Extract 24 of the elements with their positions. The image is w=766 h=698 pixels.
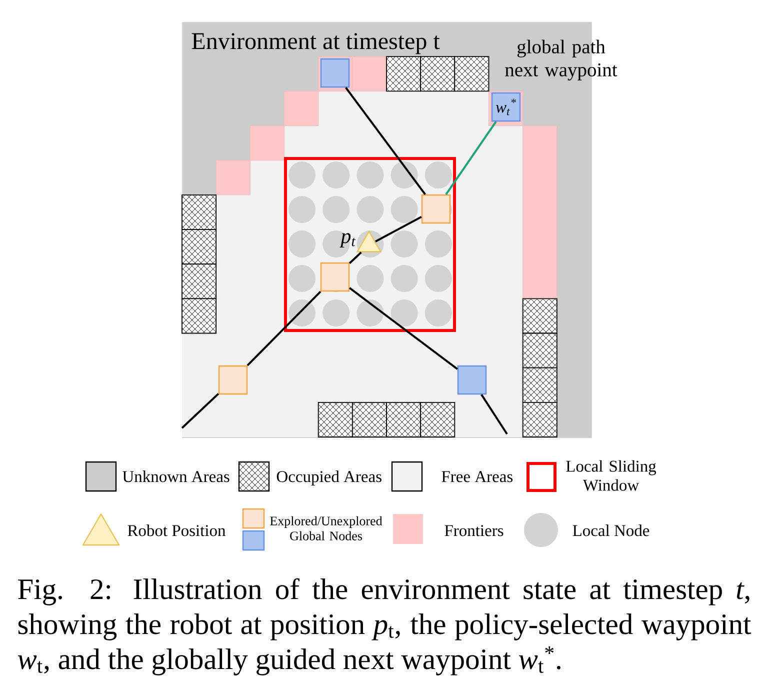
figure-caption: Fig. 2: Illustration of the environment state at timestep t, showing the robot at position p$_{t}$, the policy-selected waypoint w$_{t}$, and the globally guided next waypoint w$_{t}$$^{*}$. [18,578,752,676]
legend-label: Local Node [572,524,650,536]
path-line [445,121,497,195]
position-label: p$_{t}$ [340,233,356,248]
path-line [246,290,322,366]
path-line [349,287,458,370]
legend-label: Frontiers [444,525,504,536]
global-node-square [218,365,248,395]
global-node-square [421,194,451,224]
legend-label: Occupied Areas [276,470,382,486]
path-line [345,87,426,195]
path-line [480,394,508,435]
legend-label: Explored/Unexplored Global Nodes [270,516,382,540]
path-line [348,252,362,264]
path-line [375,216,422,242]
global-node-square [457,365,487,395]
path-line [181,393,220,429]
annotation-text: global path next waypoint [505,40,618,80]
global-node-square [320,262,350,292]
legend-label: Free Areas [442,471,513,482]
legend-label: Unknown Areas [122,470,230,482]
waypoint-box: w$_{t}$* [491,92,521,122]
legend-label: Local Sliding Window [566,460,656,491]
legend-label: Robot Position [128,524,226,536]
